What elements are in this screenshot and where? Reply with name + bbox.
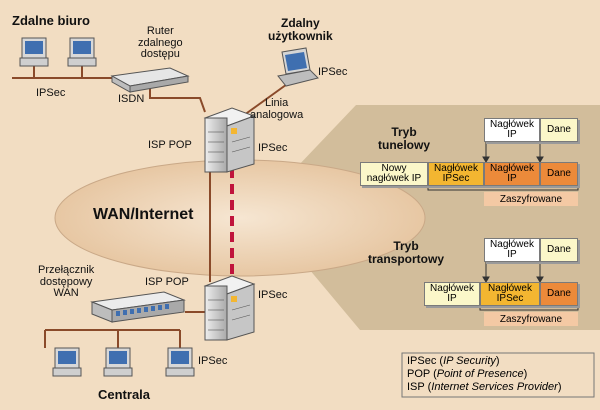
legend-box (401, 352, 595, 398)
callout-wedge (258, 105, 600, 330)
tunnel-new-ip-header: Nowy nagłówek IP (360, 162, 428, 186)
hq-ipsec-label: IPSec (198, 355, 228, 367)
wan-access-switch (90, 291, 186, 323)
wan-internet-label: WAN/Internet (93, 206, 194, 223)
transport-encrypted-label: Zaszyfrowane (484, 312, 578, 326)
transport-data: Dane (540, 282, 578, 306)
remote-user-ipsec-label: IPSec (318, 66, 348, 78)
transport-ipsec-header: Nagłówek IPSec (480, 282, 540, 306)
hq-pc-3 (165, 347, 195, 377)
tunnel-mode-title: Tryb tunelowy (378, 125, 431, 152)
tunnel-ipsec-header: Nagłówek IPSec (428, 162, 484, 186)
remote-pc-1 (19, 37, 49, 67)
legend-pop-full: Point of Presence (436, 368, 524, 381)
transport-mode-title: Tryb transportowy (368, 239, 445, 266)
hq-pc-2 (103, 347, 133, 377)
remote-access-router (110, 67, 190, 93)
isdn-label: ISDN (118, 93, 145, 105)
tunnel-top-ip-header: Nagłówek IP (484, 118, 540, 142)
legend-isp: ISP (Internet Services Provider) (407, 381, 562, 394)
remote-user-laptop (277, 47, 319, 87)
isp-bottom-ipsec-label: IPSec (258, 289, 288, 301)
isp-pop-top-server (203, 107, 256, 173)
hq-pc-1 (52, 347, 82, 377)
legend-isp-full: Internet Services Provider (431, 381, 558, 394)
tunnel-ip-header: Nagłówek IP (484, 162, 540, 186)
tunnel-encrypted-label: Zaszyfrowane (484, 192, 578, 206)
isdn-link (149, 85, 206, 113)
remote-office-title: Zdalne biuro (12, 13, 90, 28)
analog-line-label: Linia analogowa (250, 97, 304, 121)
isp-pop-top-label: ISP POP (148, 139, 192, 151)
legend-list: IPSec (IP Security) POP (Point of Presen… (407, 355, 562, 395)
transport-top-ip-header: Nagłówek IP (484, 238, 540, 262)
transport-ip-header: Nagłówek IP (424, 282, 480, 306)
remote-user-title: Zdalny użytkownik (268, 16, 333, 43)
isp-top-ipsec-label: IPSec (258, 142, 288, 154)
legend-ipsec: IPSec (IP Security) (407, 355, 500, 367)
isp-pop-bottom-label: ISP POP (145, 276, 189, 288)
remote-office-ipsec-label: IPSec (36, 87, 66, 99)
isp-pop-bottom-server (203, 275, 256, 341)
tunnel-top-data: Dane (540, 118, 578, 142)
tunnel-data: Dane (540, 162, 578, 186)
legend-isp-abbr: ISP (407, 381, 425, 394)
hq-title: Centrala (98, 387, 151, 402)
router-label: Ruter zdalnego dostępu (138, 25, 183, 61)
analog-link (239, 81, 291, 119)
legend-ipsec-full: IP Security (443, 355, 496, 367)
legend-pop-abbr: POP (407, 368, 431, 381)
legend-pop: POP (Point of Presence) (407, 368, 528, 381)
transport-top-data: Dane (540, 238, 578, 262)
remote-pc-2 (67, 37, 97, 67)
legend-ipsec-abbr: IPSec (407, 355, 437, 367)
wan-switch-label: Przełącznik dostępowy WAN (38, 264, 95, 300)
